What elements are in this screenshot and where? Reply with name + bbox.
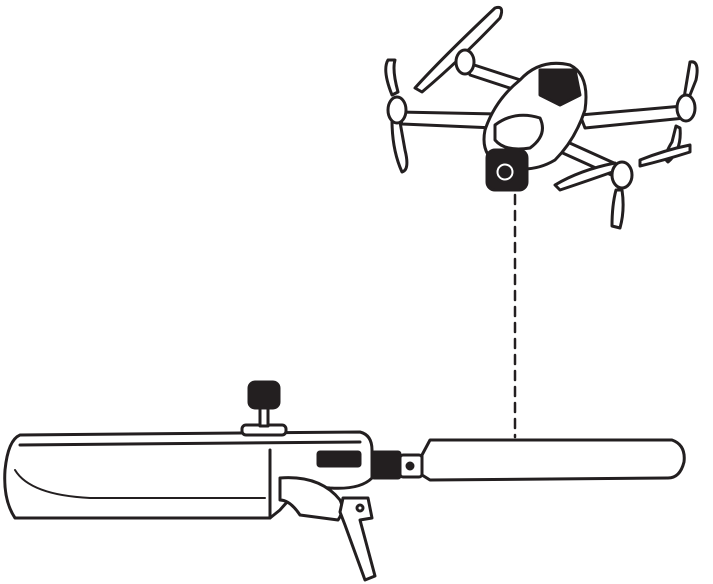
antenna-blade <box>420 438 686 482</box>
clamp-screw <box>355 503 365 513</box>
antenna-connector <box>370 450 402 480</box>
phone-clamp <box>338 496 377 582</box>
drone <box>384 6 699 230</box>
control-stick <box>247 380 281 410</box>
motor-right <box>675 93 697 123</box>
antenna <box>370 438 686 482</box>
drone-arm-left <box>396 110 500 130</box>
control-stick-shaft <box>258 406 270 428</box>
camera-lens-inner <box>498 165 512 179</box>
drone-arm-right <box>578 104 687 130</box>
controller-port <box>316 450 362 468</box>
controller-bottom-curve <box>14 469 266 499</box>
motor-front-right <box>610 160 634 190</box>
drone-nose <box>493 113 544 151</box>
drone-top-cover <box>538 68 582 107</box>
remote-controller <box>3 380 377 582</box>
antenna-hinge-pin <box>405 461 415 471</box>
motor-rear-left <box>454 48 476 76</box>
propeller-left <box>384 58 409 174</box>
motor-left <box>386 95 408 125</box>
propeller-rear-left <box>413 6 504 94</box>
controller-top-edge <box>18 440 362 447</box>
